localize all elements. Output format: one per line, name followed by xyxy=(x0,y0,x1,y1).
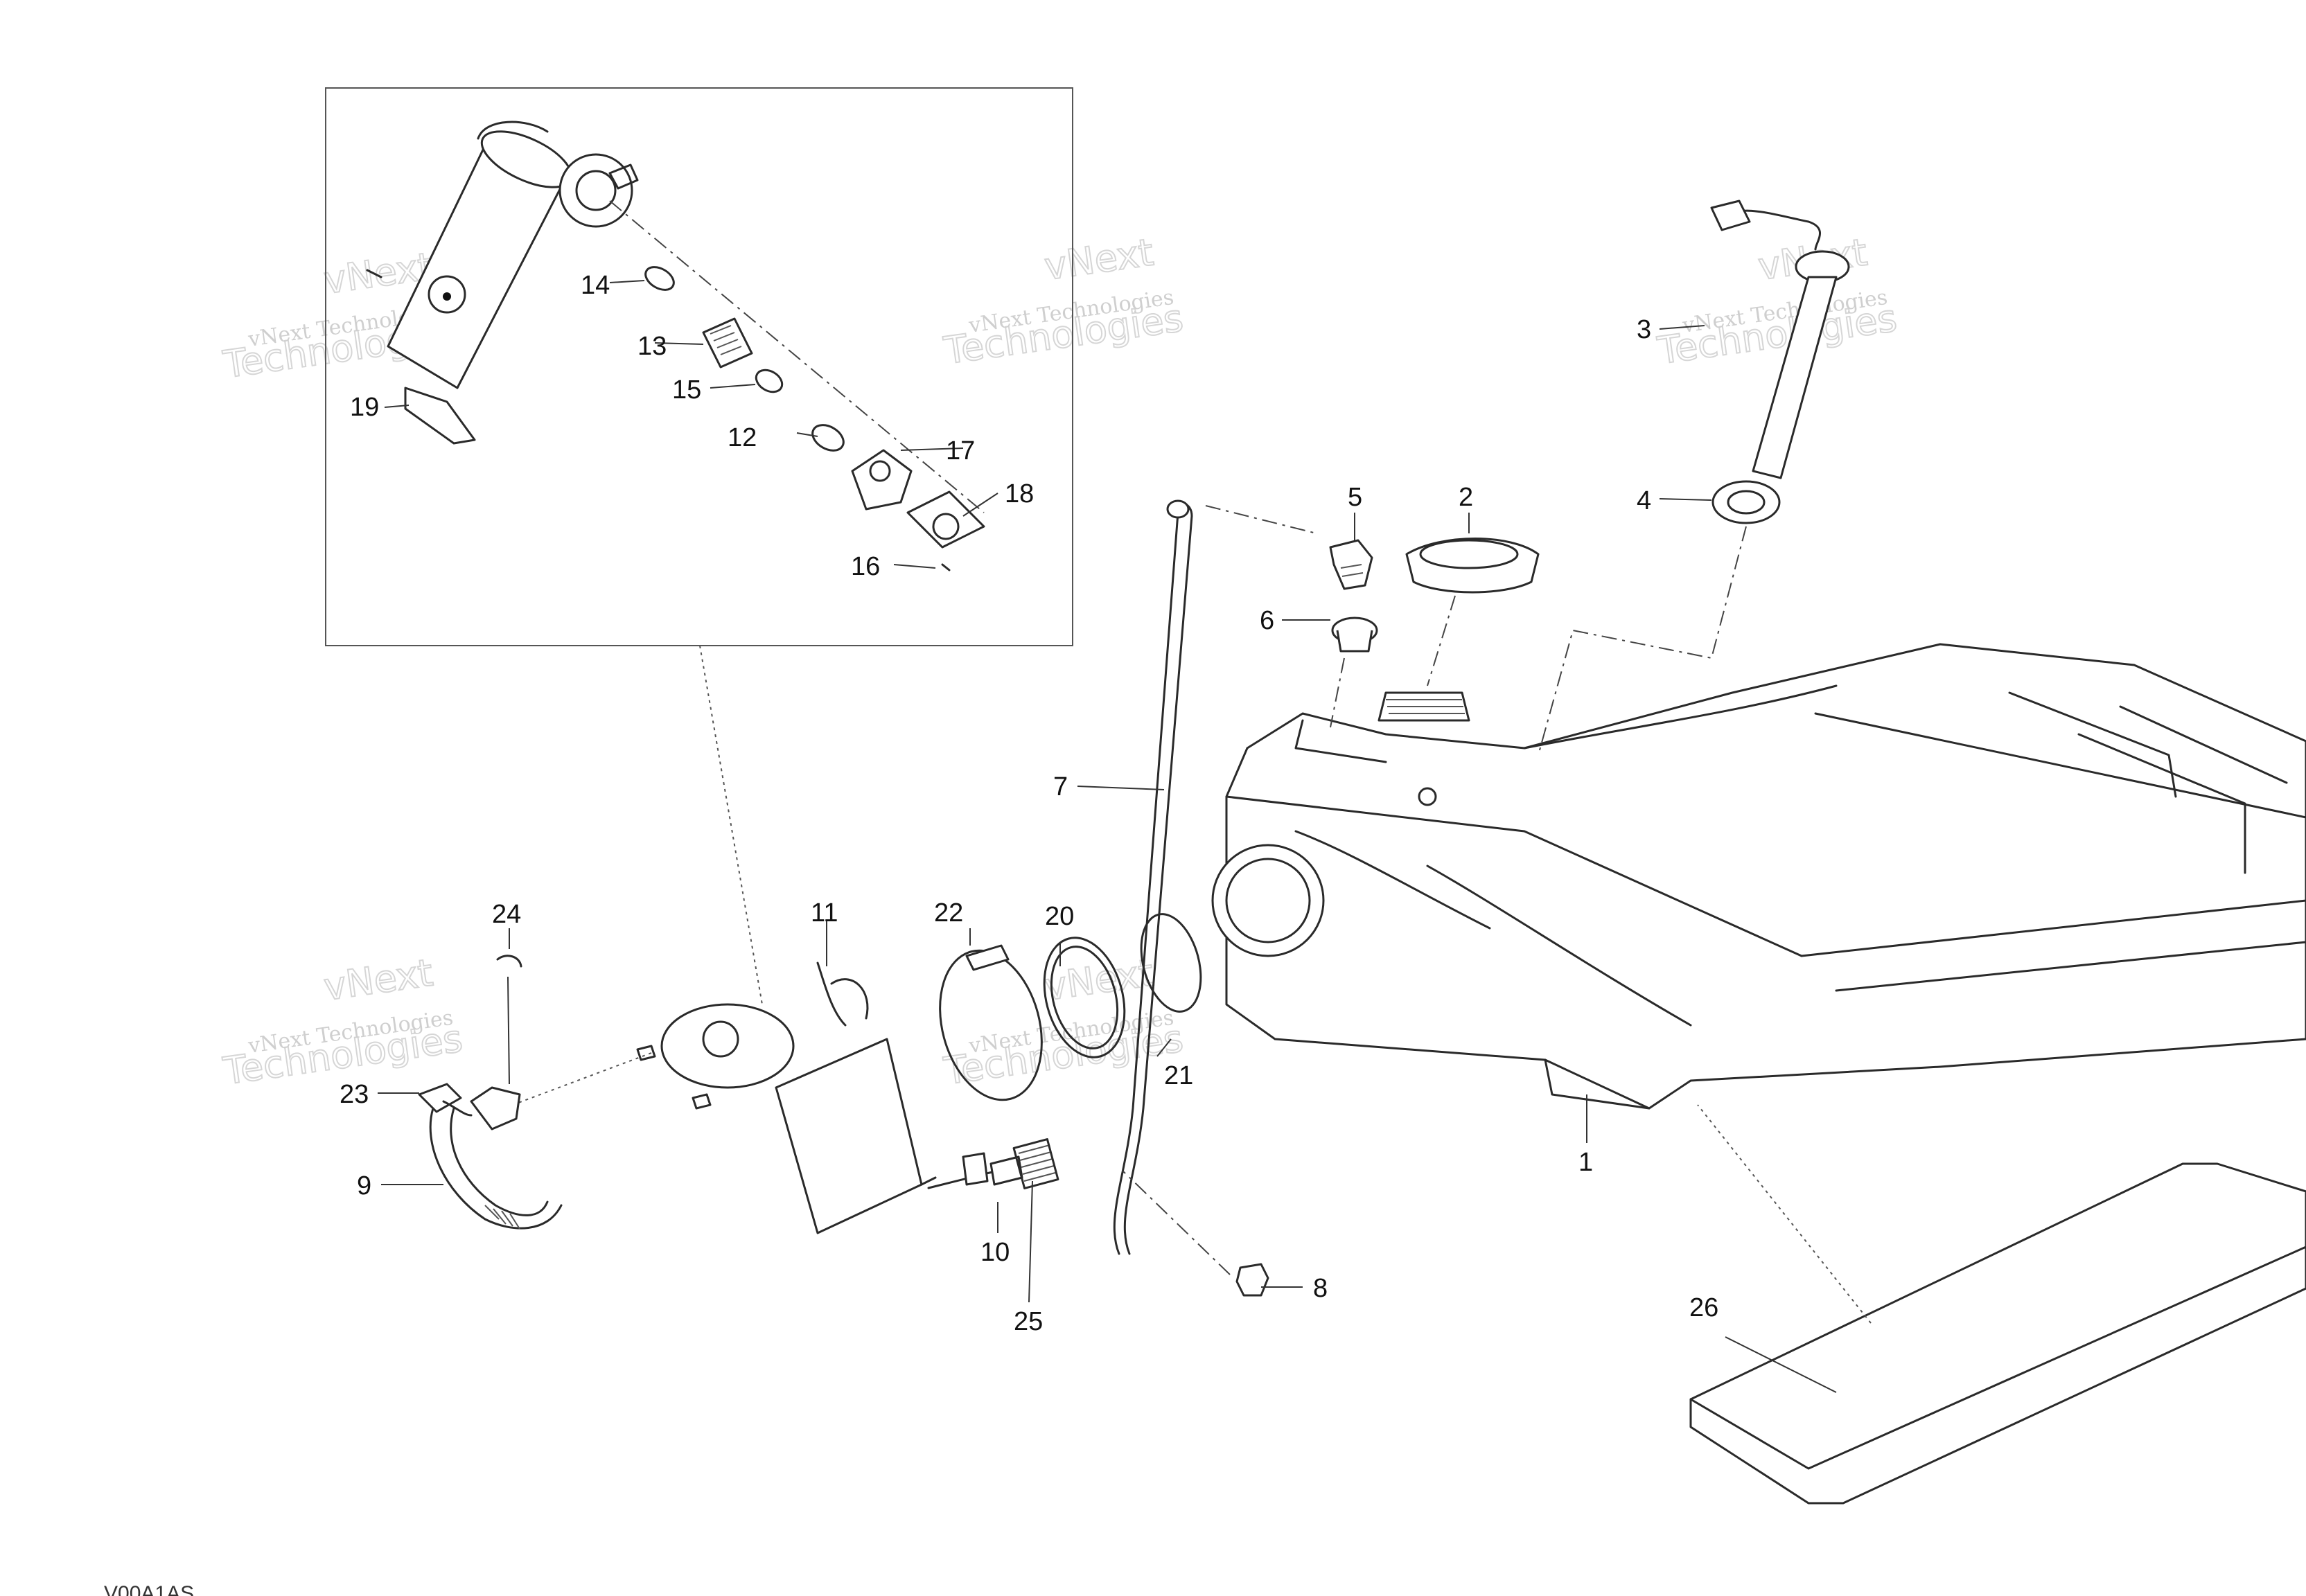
callout-2: 2 xyxy=(1459,483,1473,512)
part-25-spring xyxy=(1012,1138,1059,1189)
callout-26: 26 xyxy=(1689,1293,1718,1322)
part-3-level-sender xyxy=(1710,200,1850,479)
part-6-grommet xyxy=(1331,617,1378,653)
callout-21: 21 xyxy=(1164,1061,1193,1090)
callout-8: 8 xyxy=(1313,1274,1328,1303)
callout-22: 22 xyxy=(934,898,963,928)
callout-4: 4 xyxy=(1637,486,1651,515)
cap-to-tank-line xyxy=(1427,595,1456,686)
callout-9: 9 xyxy=(357,1171,371,1200)
callout-23: 23 xyxy=(340,1080,369,1109)
part-8-clip xyxy=(1235,1263,1269,1297)
part-10-fitting xyxy=(927,1152,1023,1189)
callout-19: 19 xyxy=(350,393,379,422)
part-21-oring xyxy=(1140,913,1202,1013)
part-2-fuel-cap xyxy=(1405,513,1540,594)
part-7-vent-hose xyxy=(1113,499,1193,1255)
callout-labels: 1 2 3 4 5 6 7 8 9 10 11 12 13 14 15 16 1… xyxy=(340,271,1718,1336)
part-1-fuel-tank xyxy=(1211,643,2306,1110)
part-13-filter xyxy=(702,317,753,369)
part-15-oring xyxy=(755,369,784,393)
part-18-gasket xyxy=(906,490,985,549)
callout-3: 3 xyxy=(1637,315,1651,344)
pad-to-tank-line xyxy=(1697,1104,1872,1324)
callout-15: 15 xyxy=(672,375,701,405)
watermark-2: Technologies vNext vNext Technologies xyxy=(940,229,1186,373)
callout-6: 6 xyxy=(1260,606,1274,635)
callout-7: 7 xyxy=(1053,772,1068,801)
part-4-grommet xyxy=(1711,480,1781,524)
svg-text:vNext: vNext xyxy=(322,950,436,1009)
part-23-quick-connector xyxy=(418,1083,521,1130)
watermark-4: Technologies vNext vNext Technologies xyxy=(220,950,466,1094)
callout-16: 16 xyxy=(851,552,880,581)
footer-code: V00A1AS xyxy=(104,1582,194,1596)
leader-lines xyxy=(378,280,1837,1393)
inset-axis-line xyxy=(609,200,985,513)
clip-24-line xyxy=(507,976,510,1085)
callout-18: 18 xyxy=(1005,479,1034,508)
svg-text:vNext: vNext xyxy=(1042,230,1156,288)
callout-12: 12 xyxy=(728,423,757,452)
watermark-3: Technologies vNext vNext Technologies xyxy=(1654,229,1900,373)
callout-17: 17 xyxy=(946,436,975,466)
part-14-oring xyxy=(644,266,675,291)
part-22-clamp xyxy=(939,944,1043,1101)
callout-20: 20 xyxy=(1045,902,1074,931)
part-26-pad xyxy=(1689,1162,2306,1505)
part-19-clip xyxy=(404,387,476,445)
callout-13: 13 xyxy=(637,332,667,361)
sender-to-tank-line xyxy=(1538,526,1747,756)
part-17-regulator xyxy=(851,449,913,511)
callout-25: 25 xyxy=(1014,1307,1043,1336)
callout-24: 24 xyxy=(492,900,521,929)
part-5-vent-valve xyxy=(1329,539,1373,590)
callout-14: 14 xyxy=(581,271,610,300)
callout-10: 10 xyxy=(980,1238,1010,1267)
watermark-5: Technologies vNext vNext Technologies xyxy=(940,950,1186,1094)
detail-inset-box xyxy=(325,87,1073,646)
valve-to-tank-line xyxy=(1330,657,1345,728)
part-12-oring xyxy=(811,424,845,452)
part-9-fuel-hose xyxy=(429,1107,563,1230)
part-16-screw xyxy=(941,563,951,571)
part-20-locking-ring xyxy=(1043,937,1126,1058)
callout-11: 11 xyxy=(811,898,838,928)
pump-to-hose-line xyxy=(512,1052,652,1106)
hose-to-valve-line xyxy=(1205,505,1317,534)
callout-5: 5 xyxy=(1348,483,1362,512)
inset-link-line xyxy=(699,645,763,1005)
part-11-fuel-pump xyxy=(636,961,937,1234)
part-24-clip xyxy=(496,955,522,968)
clip-to-hose-line xyxy=(1122,1170,1231,1275)
pump-module-inset xyxy=(366,121,639,389)
callout-1: 1 xyxy=(1578,1148,1593,1177)
